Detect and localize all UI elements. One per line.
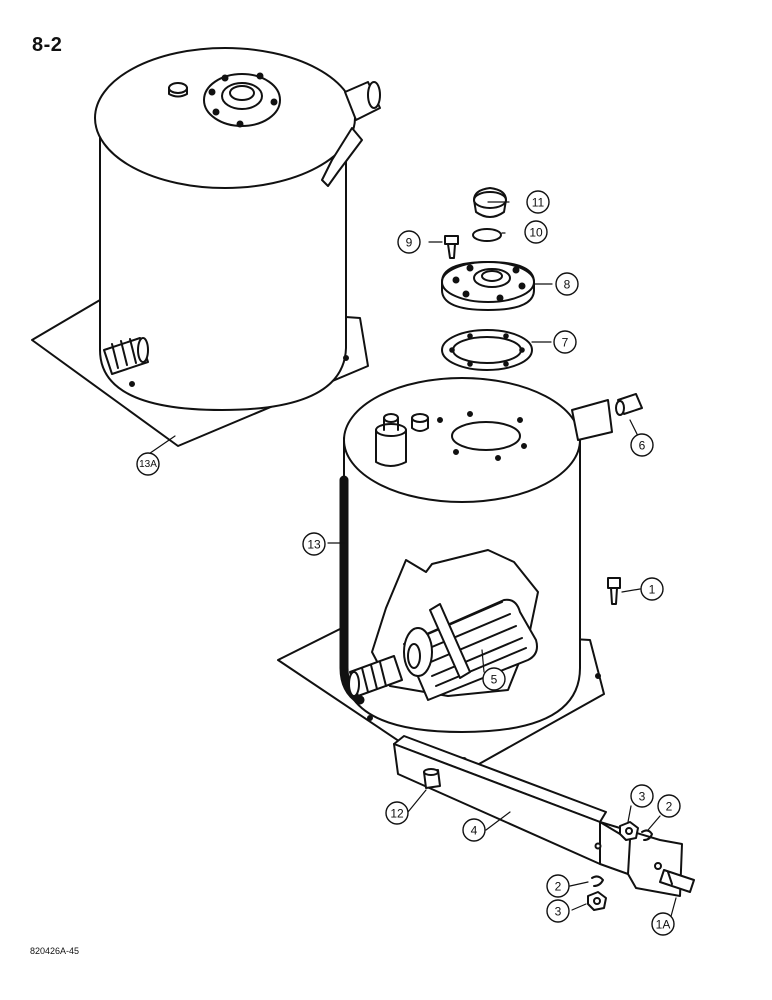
gasket-7 — [441, 329, 533, 371]
callout-circle — [640, 577, 664, 601]
callout-9: 9 — [397, 230, 421, 254]
mounting-bracket — [393, 735, 683, 897]
callout-label: 13 — [307, 538, 321, 552]
callout-13a: 13A — [136, 452, 160, 476]
callout-1: 1 — [640, 577, 664, 601]
callout-circle — [302, 532, 326, 556]
callout-label: 9 — [406, 236, 413, 250]
filter-element — [403, 598, 538, 701]
o-ring — [472, 228, 502, 242]
callout-7: 7 — [553, 330, 577, 354]
callout-circle — [397, 230, 421, 254]
lock-washer-2b — [591, 875, 604, 887]
assembled-tank — [31, 47, 381, 447]
callout-label: 6 — [639, 439, 646, 453]
callout-circle — [482, 667, 506, 691]
callout-label: 3 — [555, 905, 562, 919]
callout-label: 8 — [564, 278, 571, 292]
side-port — [571, 399, 613, 441]
callout-circle — [657, 794, 681, 818]
callout-label: 10 — [529, 226, 543, 240]
lock-washer-2a — [641, 829, 653, 841]
tank-body-13a — [99, 117, 347, 411]
callout-circle — [546, 899, 570, 923]
callout-circle — [555, 272, 579, 296]
callout-label: 1 — [649, 583, 656, 597]
return-elbow-13a — [321, 127, 363, 187]
callout-label: 3 — [639, 790, 646, 804]
standpipe — [375, 429, 407, 467]
callout-circle — [524, 220, 548, 244]
callout-11: 11 — [526, 190, 550, 214]
callout-5: 5 — [482, 667, 506, 691]
callout-6: 6 — [630, 433, 654, 457]
callout-4: 4 — [462, 818, 486, 842]
callout-circle — [136, 452, 160, 476]
callout-label: 13A — [139, 459, 157, 470]
callout-circle — [462, 818, 486, 842]
callout-8: 8 — [555, 272, 579, 296]
cap-screw-1a — [659, 869, 695, 893]
callout-label: 2 — [555, 880, 562, 894]
callout-2: 2 — [546, 874, 570, 898]
callout-12: 12 — [385, 801, 409, 825]
callout-circle — [526, 190, 550, 214]
callout-2: 2 — [657, 794, 681, 818]
breather-13a — [168, 82, 188, 94]
outlet-fitting-13a — [103, 337, 149, 375]
callout-10: 10 — [524, 220, 548, 244]
cap-screw-9 — [444, 235, 459, 259]
callout-label: 12 — [390, 807, 404, 821]
callout-label: 4 — [471, 824, 478, 838]
cover-assembly — [441, 187, 535, 371]
callout-1a: 1A — [651, 912, 675, 936]
callout-circle — [651, 912, 675, 936]
callout-circle — [385, 801, 409, 825]
exploded-tank — [277, 377, 613, 779]
callout-circle — [546, 874, 570, 898]
callout-13: 13 — [302, 532, 326, 556]
callout-circle — [553, 330, 577, 354]
callout-3: 3 — [630, 784, 654, 808]
reference-code: 820426A-45 — [30, 946, 80, 956]
callout-circle — [630, 433, 654, 457]
callout-label: 7 — [562, 336, 569, 350]
callout-label: 1A — [656, 918, 671, 932]
callout-circle — [630, 784, 654, 808]
callout-label: 11 — [532, 196, 545, 210]
callout-3: 3 — [546, 899, 570, 923]
callout-label: 2 — [666, 800, 673, 814]
tank-opening — [451, 421, 521, 451]
page-number: 8-2 — [32, 34, 63, 56]
tank-seam — [339, 475, 365, 705]
cap-screw-1 — [607, 577, 621, 605]
callout-label: 5 — [491, 673, 498, 687]
